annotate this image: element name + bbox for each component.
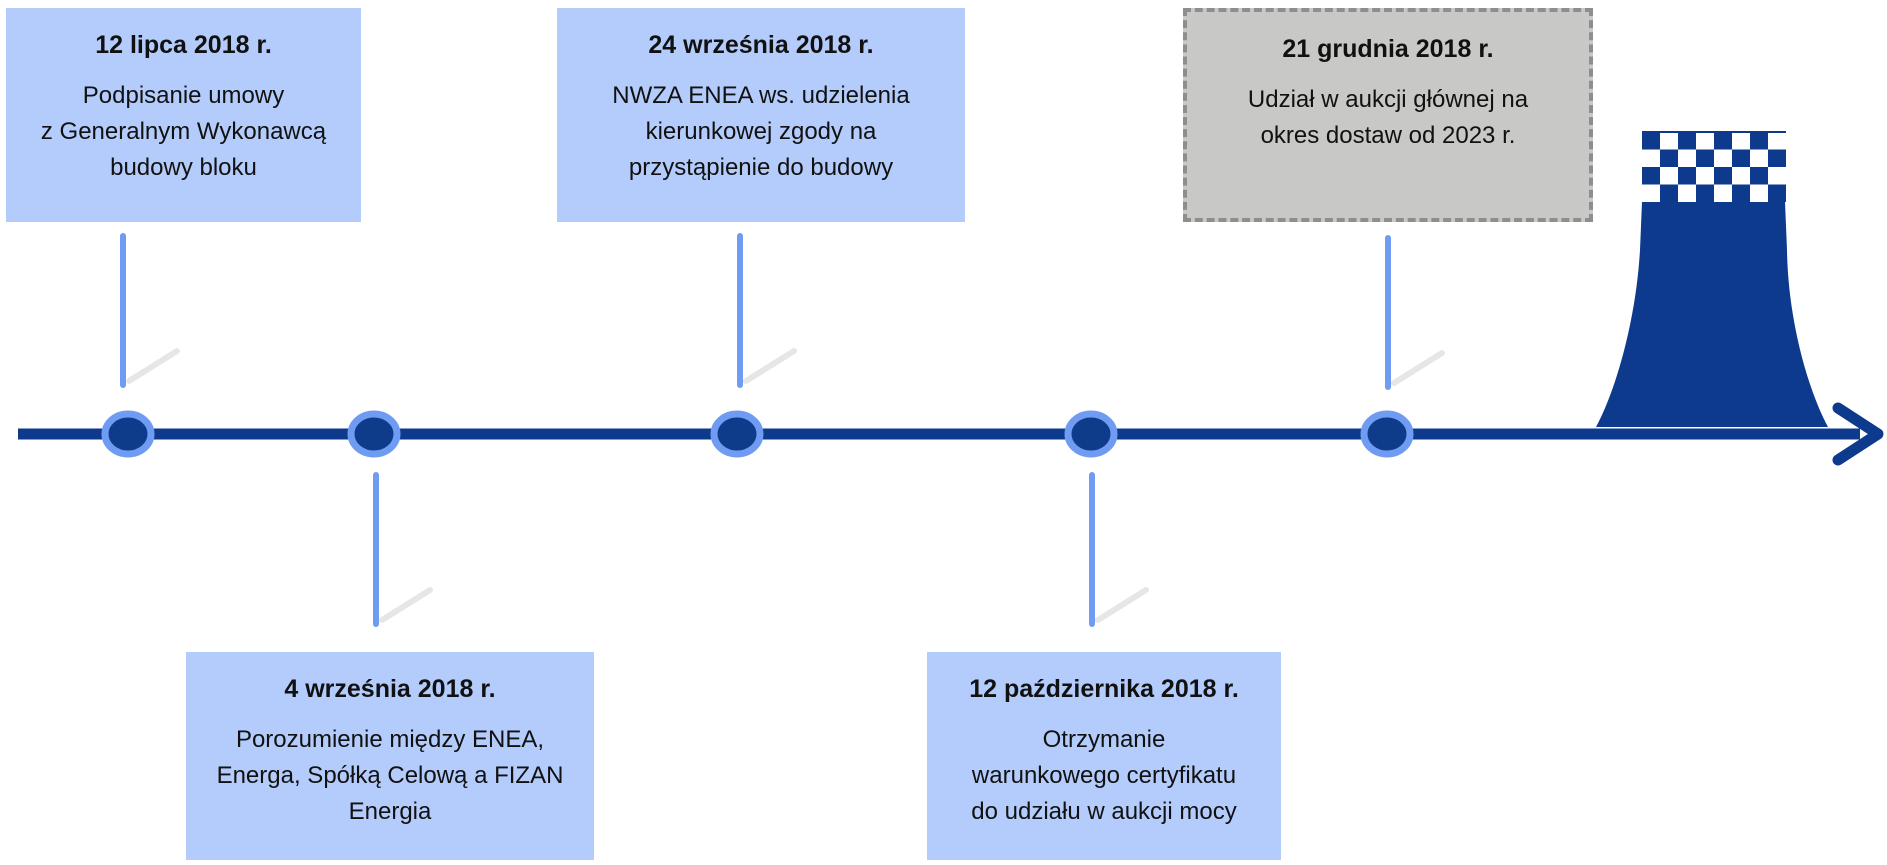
event-box-2: 4 września 2018 r. Porozumienie między E… bbox=[186, 652, 594, 860]
checker-cell bbox=[1732, 184, 1750, 202]
checker-cell bbox=[1642, 149, 1660, 167]
checker-cell bbox=[1696, 149, 1714, 167]
connector-shadow-4 bbox=[1095, 587, 1149, 623]
checker-cell bbox=[1660, 167, 1678, 185]
event-description: Porozumienie między ENEA, Energa, Spółką… bbox=[186, 722, 594, 830]
event-date: 12 lipca 2018 r. bbox=[95, 31, 272, 59]
event-line: z Generalnym Wykonawcą bbox=[40, 118, 327, 145]
checker-cell bbox=[1642, 132, 1660, 150]
timeline-node-4 bbox=[1064, 410, 1118, 458]
event-description: Otrzymanie warunkowego certyfikatu do ud… bbox=[927, 722, 1281, 830]
checker-cell bbox=[1732, 167, 1750, 185]
checker-cell bbox=[1714, 184, 1732, 202]
event-line: Energia bbox=[348, 798, 432, 825]
event-line: Podpisanie umowy bbox=[82, 82, 285, 109]
event-line: budowy bloku bbox=[110, 154, 257, 181]
checker-cell bbox=[1750, 167, 1768, 185]
connector-shadow-1 bbox=[126, 348, 180, 384]
checker-cell bbox=[1678, 184, 1696, 202]
checker-cell bbox=[1768, 149, 1786, 167]
event-line: Udział w aukcji głównej na bbox=[1247, 86, 1529, 113]
checker-cell bbox=[1750, 149, 1768, 167]
checker-cell bbox=[1714, 149, 1732, 167]
checker-cell bbox=[1768, 184, 1786, 202]
event-description: Udział w aukcji głównej na okres dostaw … bbox=[1187, 82, 1589, 154]
checker-cell bbox=[1678, 167, 1696, 185]
checker-cell bbox=[1696, 132, 1714, 150]
event-description: Podpisanie umowy z Generalnym Wykonawcą … bbox=[6, 78, 361, 186]
event-date: 12 października 2018 r. bbox=[969, 675, 1239, 703]
timeline-node-3 bbox=[710, 410, 764, 458]
timeline-node-5 bbox=[1360, 410, 1414, 458]
event-line: kierunkowej zgody na bbox=[645, 118, 877, 145]
event-box-5: 21 grudnia 2018 r. Udział w aukcji główn… bbox=[1183, 8, 1593, 222]
tower-checker-pattern bbox=[1642, 131, 1786, 202]
event-date: 4 września 2018 r. bbox=[284, 675, 496, 703]
event-line: warunkowego certyfikatu bbox=[971, 762, 1237, 789]
event-line: do udziału w aukcji mocy bbox=[971, 798, 1237, 825]
event-date: 24 września 2018 r. bbox=[648, 31, 874, 59]
checker-cell bbox=[1660, 149, 1678, 167]
event-line: Porozumienie między ENEA, bbox=[235, 726, 545, 753]
event-line: przystąpienie do budowy bbox=[628, 154, 894, 181]
event-line: NWZA ENEA ws. udzielenia bbox=[612, 82, 910, 109]
checker-cell bbox=[1732, 149, 1750, 167]
checker-cell bbox=[1678, 149, 1696, 167]
checker-cell bbox=[1660, 184, 1678, 202]
connector-shadow-5 bbox=[1391, 350, 1445, 386]
connector-shadow-3 bbox=[743, 348, 797, 384]
event-line: Energa, Spółką Celową a FIZAN bbox=[216, 762, 564, 789]
timeline-node-2 bbox=[347, 410, 401, 458]
event-box-3: 24 września 2018 r. NWZA ENEA ws. udziel… bbox=[557, 8, 965, 222]
event-line: okres dostaw od 2023 r. bbox=[1260, 122, 1516, 149]
timeline-node-1 bbox=[101, 410, 155, 458]
checker-cell bbox=[1642, 184, 1660, 202]
checker-cell bbox=[1750, 184, 1768, 202]
checker-cell bbox=[1732, 132, 1750, 150]
event-box-4: 12 października 2018 r. Otrzymanie warun… bbox=[927, 652, 1281, 860]
checker-cell bbox=[1714, 167, 1732, 185]
checker-cell bbox=[1768, 167, 1786, 185]
connector-shadow-2 bbox=[379, 587, 433, 623]
arrow-right-icon bbox=[1832, 402, 1884, 466]
checker-cell bbox=[1696, 184, 1714, 202]
checker-cell bbox=[1768, 132, 1786, 150]
tower-body bbox=[1596, 202, 1828, 427]
event-line: Otrzymanie bbox=[1042, 726, 1166, 753]
checker-cell bbox=[1678, 132, 1696, 150]
checker-cell bbox=[1660, 132, 1678, 150]
cooling-tower-icon bbox=[1596, 131, 1828, 427]
event-description: NWZA ENEA ws. udzielenia kierunkowej zgo… bbox=[557, 78, 965, 186]
event-date: 21 grudnia 2018 r. bbox=[1282, 35, 1494, 63]
checker-cell bbox=[1642, 167, 1660, 185]
checker-cell bbox=[1714, 132, 1732, 150]
event-box-1: 12 lipca 2018 r. Podpisanie umowy z Gene… bbox=[6, 8, 361, 222]
checker-cell bbox=[1750, 132, 1768, 150]
checker-cell bbox=[1696, 167, 1714, 185]
